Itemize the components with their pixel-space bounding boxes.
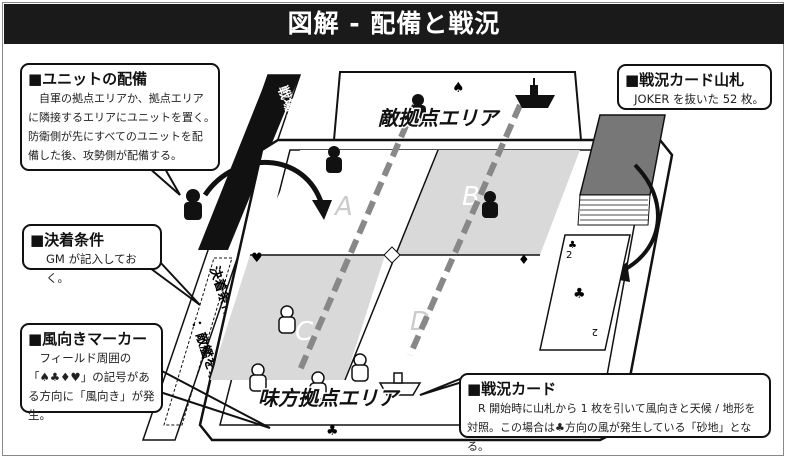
callout-body: R 開始時に山札から 1 枚を引いて風向きと天候 / 地形を対照。この場合は♣方… — [467, 402, 756, 453]
suit-club: ♣ — [326, 423, 339, 439]
callout-situation-card: ■戦況カード R 開始時に山札から 1 枚を引いて風向きと天候 / 地形を対照。… — [459, 373, 771, 453]
callout-body: GM が記入しておく。 — [46, 252, 137, 285]
area-label-C: C — [295, 317, 314, 347]
field-board: A B C D ♥ ♦ ♣ — [198, 138, 674, 442]
callout-victory: ■決着条件 GM が記入しておく。 — [22, 224, 162, 285]
enemy-units — [184, 78, 555, 220]
callout-heading: ■戦況カード — [467, 380, 557, 398]
deploy-arrow — [202, 160, 325, 206]
suit-heart: ♥ — [251, 251, 263, 266]
callout-wind-marker: ■風向きマーカー フィールド周囲の「♠♣♦♥」の記号がある方向に「風向き」が発生… — [20, 323, 163, 422]
callout-heading: ■決着条件 — [30, 231, 105, 249]
callout-body: 自軍の拠点エリアか、拠点エリアに隣接するエリアにユニットを置く。 防衛側が先にす… — [28, 92, 221, 162]
situation-card[interactable]: 2 ♣ ♣ 2 — [539, 234, 631, 351]
suit-spade: ♠ — [452, 80, 465, 96]
callout-body: JOKER を抜いた 52 枚。 — [634, 92, 764, 106]
callout-heading: ■戦況カード山札 — [625, 71, 745, 89]
callout-heading: ■風向きマーカー — [28, 330, 148, 348]
card-rank-bottom: 2 — [592, 326, 598, 337]
enemy-base-label: 敵拠点エリア — [378, 106, 501, 130]
deploy-arrowhead — [312, 200, 332, 220]
page-title: 図解 - 配備と戦況 — [4, 4, 784, 44]
card-suit: ♣ — [568, 240, 577, 251]
card-center-suit: ♣ — [573, 286, 586, 302]
callout-body: フィールド周囲の「♠♣♦♥」の記号がある方向に「風向き」が発生。 — [28, 351, 155, 422]
area-D[interactable] — [360, 255, 540, 380]
area-C[interactable] — [210, 255, 385, 380]
area-label-D: D — [410, 307, 430, 337]
draw-arrow — [619, 163, 660, 274]
outer-frame — [2, 2, 784, 456]
area-label-A: A — [333, 192, 353, 222]
card-rank: 2 — [566, 250, 572, 261]
ally-units — [249, 305, 422, 400]
enemy-advance-arrow — [407, 103, 523, 357]
ally-base-label: 味方拠点エリア — [258, 386, 401, 410]
callout-heading: ■ユニットの配備 — [28, 70, 148, 88]
area-A[interactable] — [250, 150, 438, 255]
suit-diamond: ♦ — [518, 253, 530, 268]
callout-deck: ■戦況カード山札 JOKER を抜いた 52 枚。 — [617, 64, 772, 110]
callout-unit-deploy: ■ユニットの配備 自軍の拠点エリアか、拠点エリアに隣接するエリアにユニットを置く… — [20, 63, 221, 171]
enemy-advance-arrow — [297, 103, 418, 372]
